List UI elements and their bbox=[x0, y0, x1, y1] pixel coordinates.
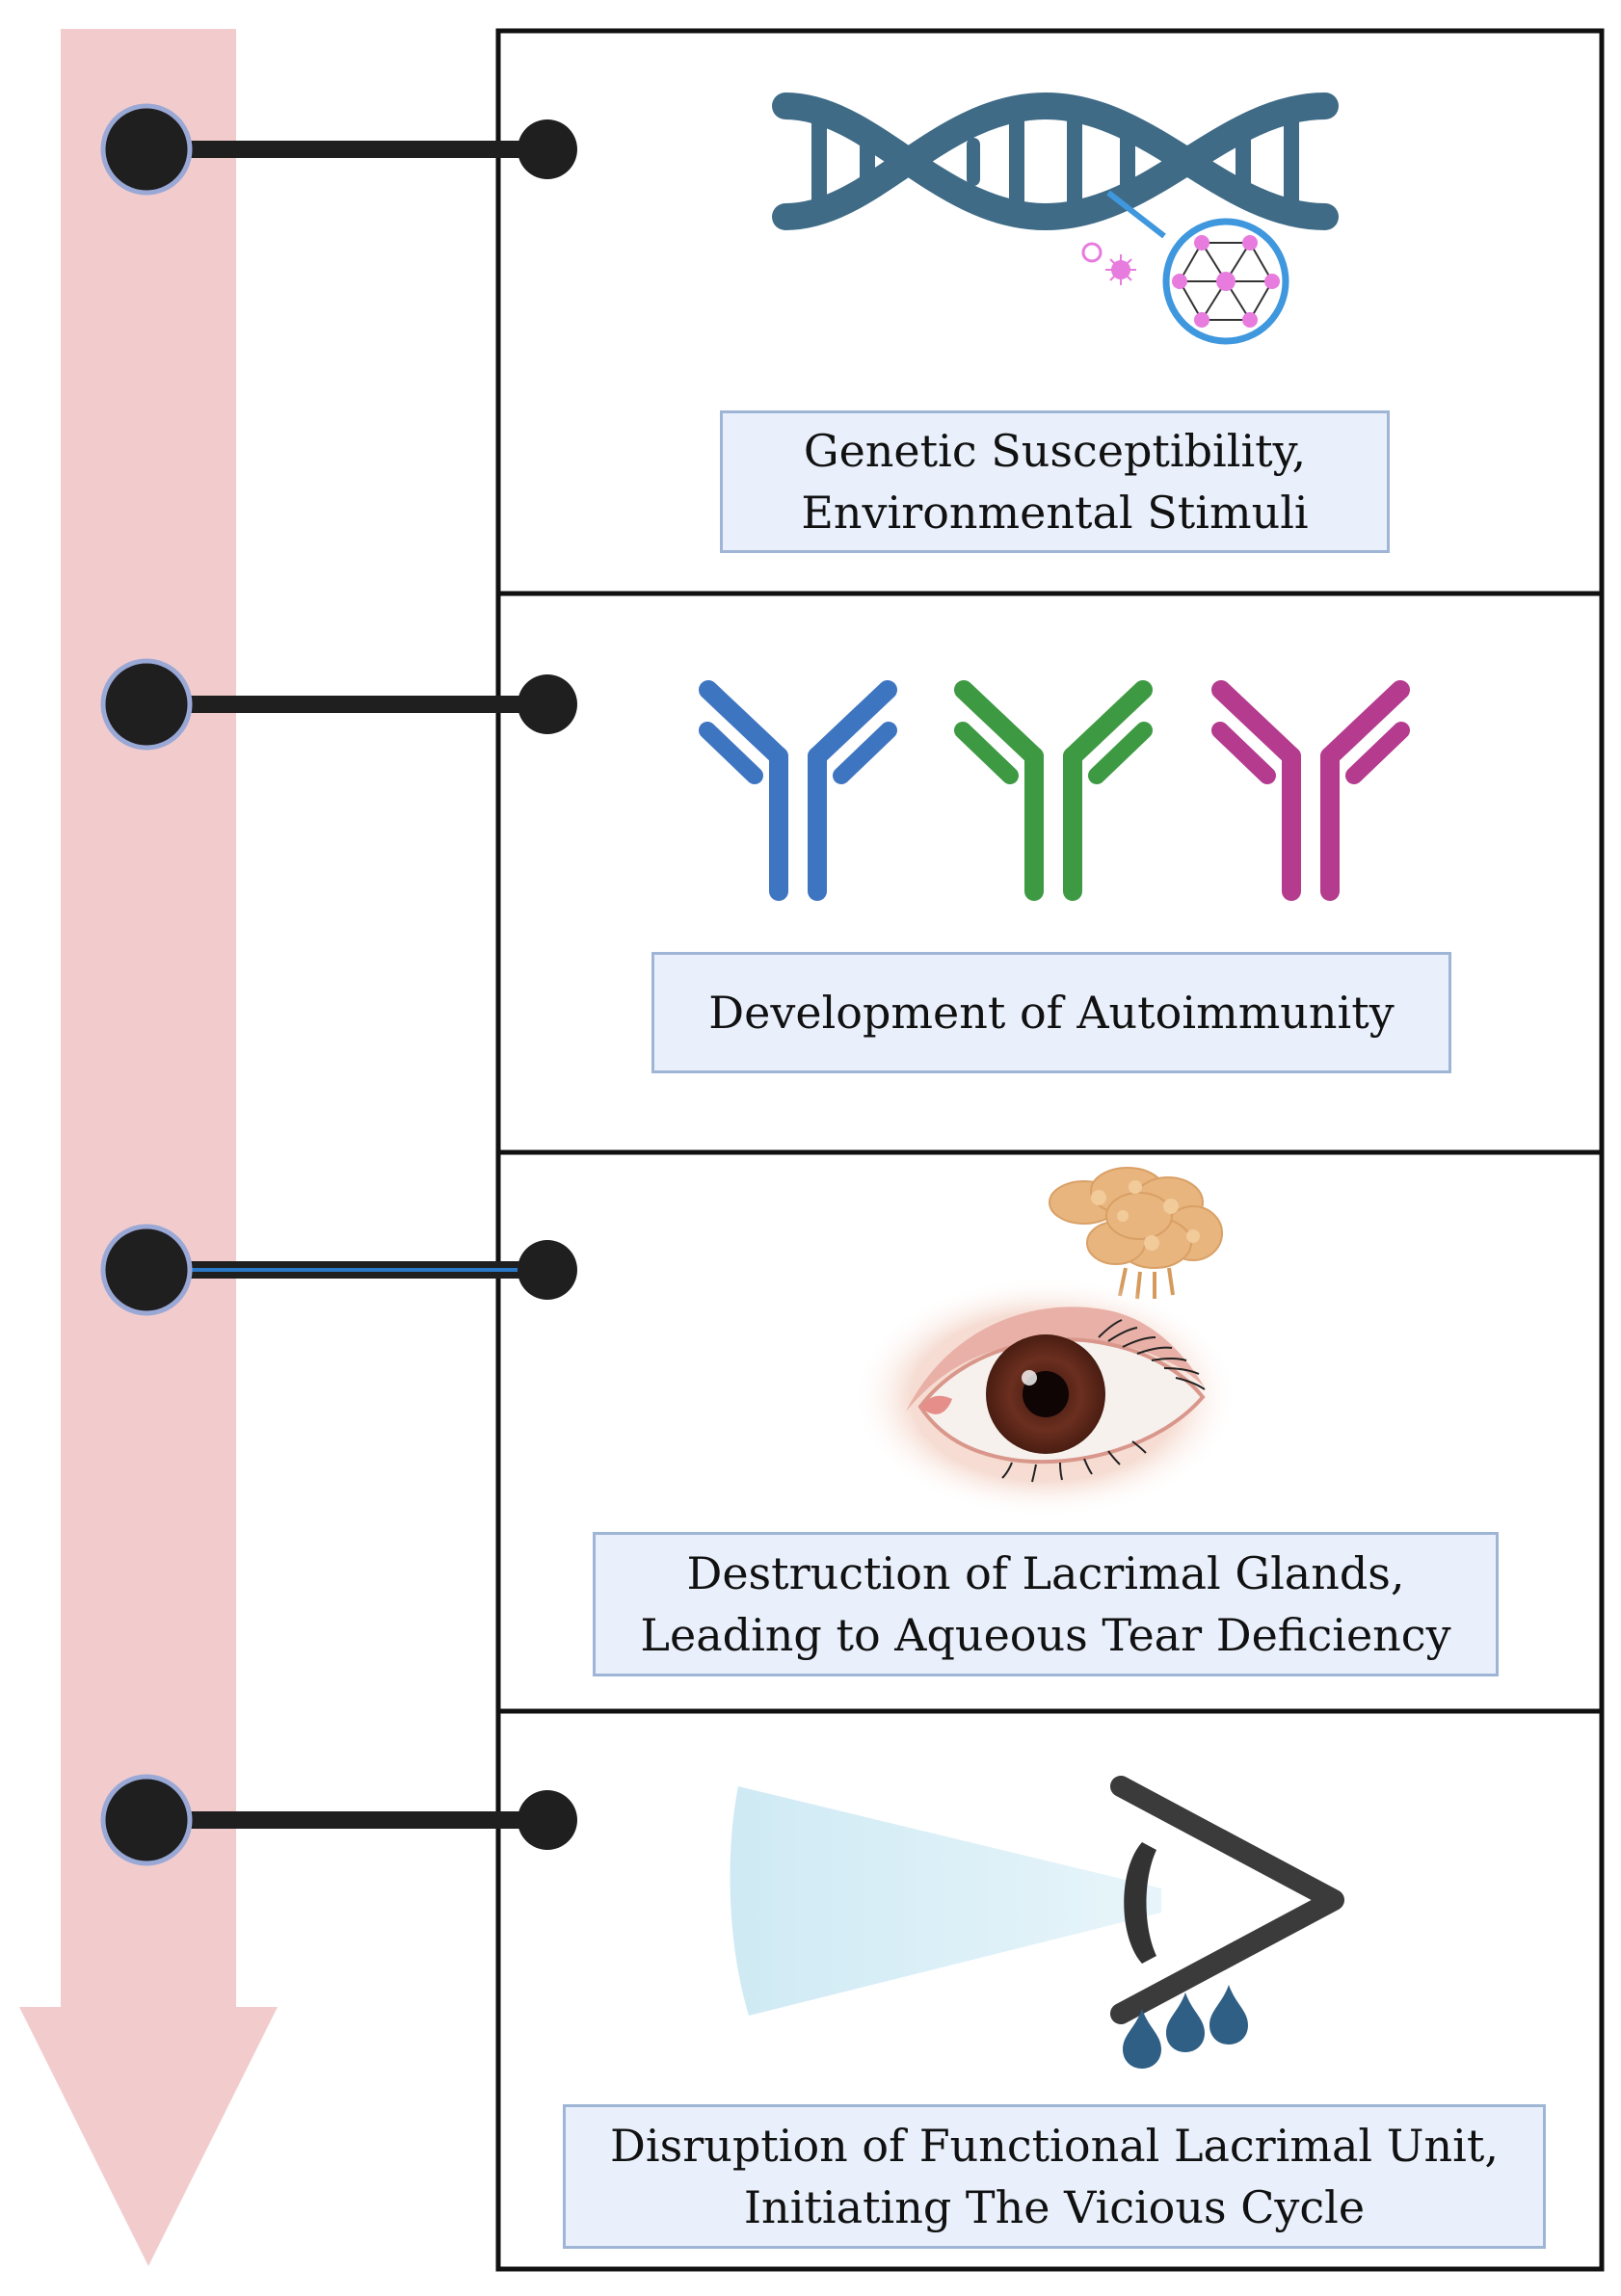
dry-eye-light-beam-icon bbox=[730, 1776, 1344, 2069]
molecule-icon bbox=[1172, 235, 1280, 328]
timeline-arrow-head bbox=[19, 2007, 278, 2266]
timeline-arrow-shaft bbox=[61, 29, 236, 2009]
connector-4 bbox=[100, 1774, 577, 1866]
eye-cornea bbox=[1124, 1842, 1156, 1964]
panel-3-label: Destruction of Lacrimal Glands, Leading … bbox=[593, 1532, 1499, 1676]
antibody-magenta-icon bbox=[1211, 680, 1410, 901]
connector-2-start-node bbox=[100, 658, 193, 751]
antibody-green-icon bbox=[954, 680, 1153, 901]
connector-1-end-node bbox=[518, 119, 577, 179]
light-beam bbox=[730, 1786, 1161, 2016]
panel-3-label-line-1: Destruction of Lacrimal Glands, bbox=[686, 1547, 1405, 1599]
lacrimal-gland-icon bbox=[1049, 1167, 1223, 1300]
connector-2 bbox=[100, 658, 577, 751]
panel-1-label-line-1: Genetic Susceptibility, bbox=[803, 425, 1307, 477]
particle-icon bbox=[1081, 242, 1136, 285]
timeline-arrow bbox=[19, 29, 278, 2266]
connector-3 bbox=[100, 1224, 577, 1316]
panel-1-label-line-2: Environmental Stimuli bbox=[801, 487, 1309, 539]
panel-2-label-line-1: Development of Autoimmunity bbox=[708, 987, 1395, 1039]
panel-1-label: Genetic Susceptibility, Environmental St… bbox=[720, 410, 1390, 553]
tear-drop-2 bbox=[1166, 1993, 1205, 2052]
panel-4-frame bbox=[495, 1708, 1605, 2272]
tear-drop-1 bbox=[1123, 2009, 1161, 2069]
eye-upper-lid bbox=[906, 1306, 1205, 1412]
connector-4-end-node bbox=[518, 1790, 577, 1850]
eye-highlight bbox=[1022, 1370, 1037, 1386]
antibodies-icon bbox=[699, 680, 1410, 901]
connector-3-end-node bbox=[518, 1240, 577, 1300]
eyelashes-icon bbox=[1001, 1319, 1206, 1483]
panel-3-label-line-2: Leading to Aqueous Tear Deficiency bbox=[640, 1609, 1451, 1661]
panel-stack bbox=[495, 28, 1605, 2272]
connector-1 bbox=[100, 103, 577, 196]
tear-drop-3 bbox=[1209, 1985, 1248, 2045]
panel-4-label-line-1: Disruption of Functional Lacrimal Unit, bbox=[610, 2120, 1499, 2172]
eye-with-lacrimal-gland-icon bbox=[853, 1167, 1238, 1517]
panel-4-label-line-2: Initiating The Vicious Cycle bbox=[743, 2181, 1366, 2233]
eye-caruncle bbox=[920, 1395, 952, 1414]
connector-3-start-node bbox=[100, 1224, 193, 1316]
connector-4-start-node bbox=[100, 1774, 193, 1866]
antibody-blue-icon bbox=[699, 680, 897, 901]
connector-2-end-node bbox=[518, 674, 577, 734]
panel-4-label: Disruption of Functional Lacrimal Unit, … bbox=[563, 2104, 1546, 2249]
connector-1-start-node bbox=[100, 103, 193, 196]
panel-2-label: Development of Autoimmunity bbox=[651, 952, 1451, 1073]
eye-side-outline bbox=[1110, 1776, 1344, 2024]
dna-double-helix-icon bbox=[772, 92, 1339, 345]
